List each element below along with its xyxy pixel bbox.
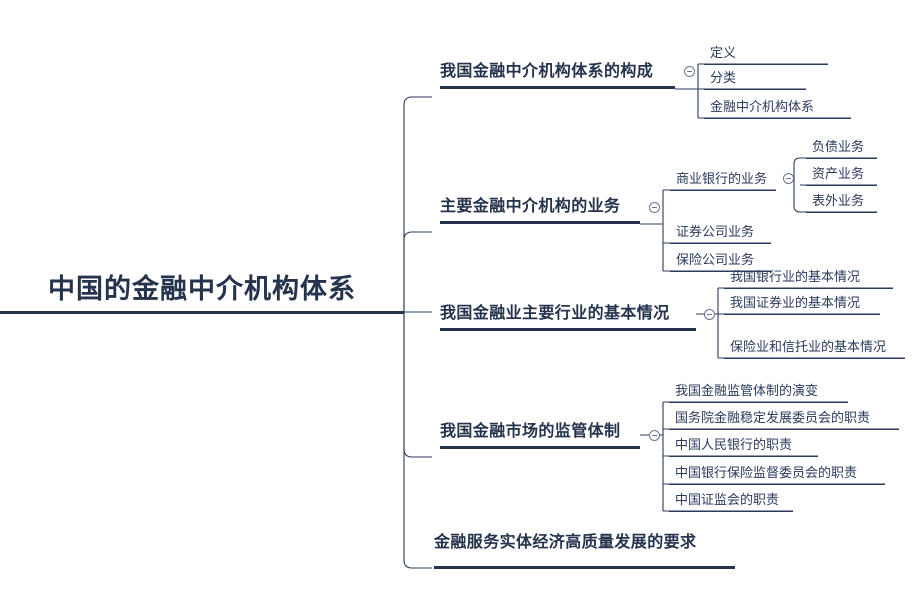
branch-title: 我国金融业主要行业的基本情况 (440, 305, 670, 322)
trunk-to-branch-5 (403, 312, 432, 569)
leaf-label: 中国证监会的职责 (675, 492, 780, 507)
collapse-toggle-commercial-bank[interactable] (783, 173, 794, 184)
leaf-underline (669, 511, 793, 512)
leaf-label: 资产业务 (812, 166, 865, 181)
leaf-underline (669, 429, 899, 430)
leaf-underline (670, 243, 771, 244)
collapse-toggle-branch-2[interactable] (649, 202, 660, 213)
branch-underline (440, 86, 675, 89)
collapse-toggle-branch-3[interactable] (704, 309, 715, 320)
leaf-label: 国务院金融稳定发展委员会的职责 (675, 410, 871, 425)
leaf-underline (806, 212, 877, 213)
branch-title: 我国金融市场的监管体制 (440, 423, 621, 440)
leaf-underline (724, 314, 880, 315)
leaf-underline (724, 358, 905, 359)
root-node[interactable]: 中国的金融中介机构体系 (0, 272, 404, 318)
leaf-label: 保险业和信托业的基本情况 (730, 339, 887, 354)
leaf-label: 保险公司业务 (676, 252, 755, 267)
leaf-underline (669, 456, 818, 457)
leaf-label: 中国银行保险监督委员会的职责 (675, 465, 858, 480)
leaf-label: 定义 (710, 45, 737, 60)
leaf-label: 分类 (710, 70, 737, 85)
branch-title: 主要金融中介机构的业务 (440, 198, 621, 215)
leaf-label: 表外业务 (812, 193, 865, 208)
branch-underline (440, 221, 640, 224)
leaf-underline (704, 118, 851, 119)
root-title: 中国的金融中介机构体系 (48, 274, 356, 304)
leaf-label: 负债业务 (812, 139, 865, 154)
leaf-label: 我国金融监管体制的演变 (675, 383, 819, 398)
collapse-toggle-branch-4[interactable] (649, 430, 660, 441)
trunk-to-branch-4 (403, 312, 432, 458)
b2c1-spine (793, 157, 801, 213)
leaf-label: 中国人民银行的职责 (675, 437, 793, 452)
branch-title: 我国金融中介机构体系的构成 (440, 63, 654, 80)
leaf-underline (704, 89, 806, 90)
leaf-label: 我国证券业的基本情况 (730, 295, 861, 310)
branch-underline (440, 446, 640, 449)
leaf-label: 我国银行业的基本情况 (730, 269, 861, 284)
leaf-label: 商业银行的业务 (676, 171, 768, 186)
leaf-underline (669, 402, 848, 403)
leaf-label: 金融中介机构体系 (710, 99, 815, 114)
branch-underline (440, 328, 696, 331)
branch-underline (434, 566, 735, 569)
leaf-underline (669, 484, 885, 485)
leaf-underline (724, 288, 893, 289)
leaf-underline (670, 271, 771, 272)
root-underline (0, 311, 404, 314)
leaf-label: 证券公司业务 (676, 224, 755, 239)
collapse-toggle-branch-1[interactable] (684, 66, 695, 77)
trunk-to-branch-2 (403, 231, 432, 312)
leaf-underline (806, 158, 877, 159)
leaf-underline (806, 185, 877, 186)
leaf-underline (670, 190, 776, 191)
leaf-underline (704, 64, 828, 65)
branch-title: 金融服务实体经济高质量发展的要求 (434, 534, 697, 551)
trunk-to-branch-1 (403, 96, 432, 312)
